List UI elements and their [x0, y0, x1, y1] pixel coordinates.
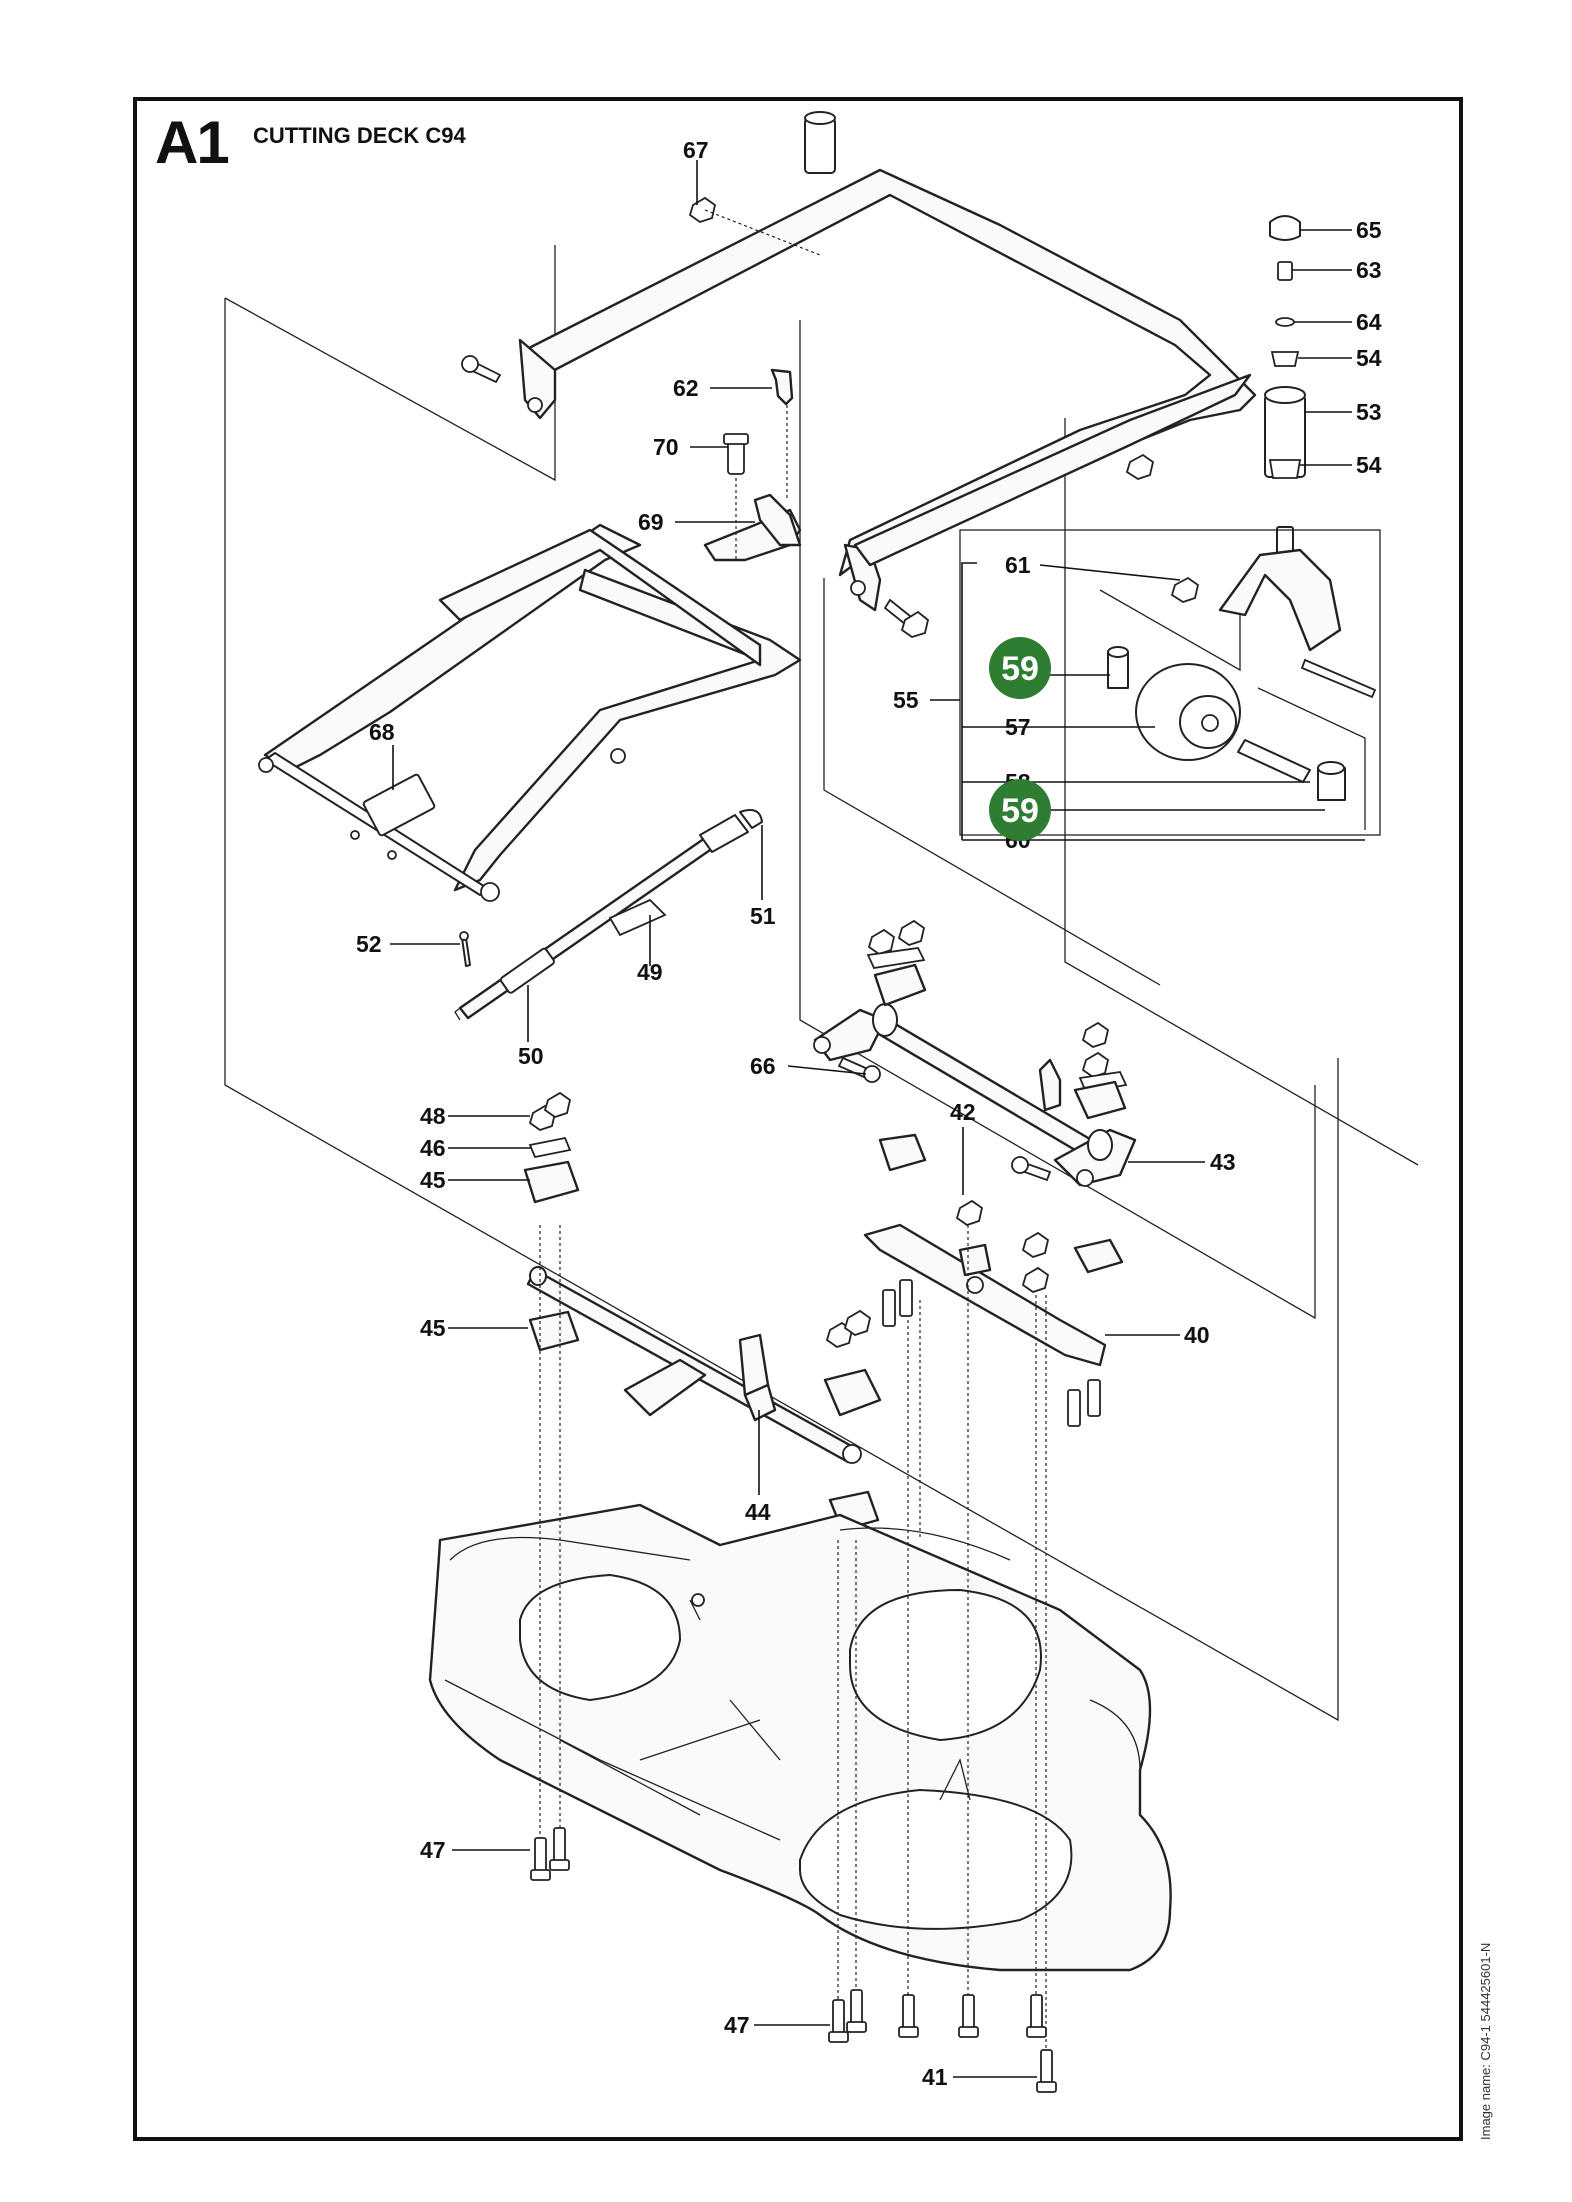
cross-bracket	[863, 1223, 1107, 1427]
callout-65: 65	[1356, 217, 1382, 243]
callout-63: 63	[1356, 257, 1382, 283]
bracket-group	[703, 368, 802, 562]
lift-shaft	[526, 1266, 862, 1464]
callout-44: 44	[745, 1499, 771, 1525]
callout-54-lower: 54	[1356, 452, 1382, 478]
section-title: CUTTING DECK C94	[253, 123, 466, 148]
callout-52: 52	[356, 931, 382, 957]
highlight-badge-59-upper[interactable]: 59	[989, 637, 1051, 699]
bottom-bolts	[530, 1827, 1057, 2093]
upper-arm-frame	[518, 111, 1257, 612]
callout-46: 46	[420, 1135, 446, 1161]
callout-54-upper: 54	[1356, 345, 1382, 371]
leader-lines	[390, 160, 1365, 2078]
outline-panels	[224, 245, 1419, 1722]
callout-57: 57	[1005, 714, 1031, 740]
callout-62: 62	[673, 375, 699, 401]
callout-45-upper: 45	[420, 1167, 446, 1193]
highlight-59-lower-label: 59	[1001, 792, 1039, 830]
callout-45-lower: 45	[420, 1315, 446, 1341]
callout-40: 40	[1184, 1322, 1210, 1348]
highlight-59-upper-label: 59	[1001, 650, 1039, 688]
caster-wheel-assembly	[959, 529, 1381, 836]
diagram-frame	[133, 97, 1463, 2141]
callout-69: 69	[638, 509, 664, 535]
callout-53: 53	[1356, 399, 1382, 425]
callout-66: 66	[750, 1053, 776, 1079]
callout-55: 55	[893, 687, 919, 713]
callout-51: 51	[750, 903, 776, 929]
cutting-deck	[428, 1503, 1172, 1972]
callout-67: 67	[683, 137, 709, 163]
callout-42: 42	[950, 1099, 976, 1125]
callout-47-left: 47	[420, 1837, 446, 1863]
link-rod	[454, 809, 763, 1021]
callout-48: 48	[420, 1103, 446, 1129]
callout-70: 70	[653, 434, 679, 460]
callout-43: 43	[1210, 1149, 1236, 1175]
callout-41: 41	[922, 2064, 948, 2090]
callout-68: 68	[369, 719, 395, 745]
section-code: A1	[155, 109, 230, 176]
caster-column	[1264, 215, 1306, 558]
loose-hardware	[461, 196, 1155, 638]
highlight-badge-59-lower[interactable]: 59	[989, 779, 1051, 841]
clamps-and-nuts	[523, 919, 1128, 1532]
callout-49: 49	[637, 959, 663, 985]
callout-50: 50	[518, 1043, 544, 1069]
callout-47-bottom: 47	[724, 2012, 750, 2038]
callout-61: 61	[1005, 552, 1031, 578]
callout-64: 64	[1356, 309, 1382, 335]
assembly-dash-lines	[539, 1225, 1047, 2050]
lift-frame	[258, 523, 802, 902]
rear-axle-group	[813, 1003, 1137, 1187]
callout-numbers: 67 65 63 64 54 53 54 62 70 69 61 55 57 5…	[356, 137, 1382, 2090]
